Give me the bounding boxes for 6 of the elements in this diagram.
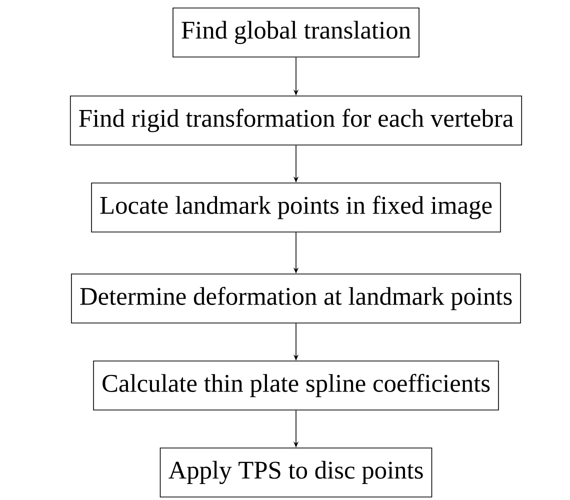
process-box: Find rigid transformation for each vertebra xyxy=(70,96,522,146)
process-box: Calculate thin plate spline coefficients xyxy=(93,360,499,410)
process-box: Determine deformation at landmark points xyxy=(71,274,521,324)
process-box: Locate landmark points in fixed image xyxy=(91,182,501,232)
process-box: Apply TPS to disc points xyxy=(160,448,432,498)
process-box: Find global translation xyxy=(172,8,420,58)
